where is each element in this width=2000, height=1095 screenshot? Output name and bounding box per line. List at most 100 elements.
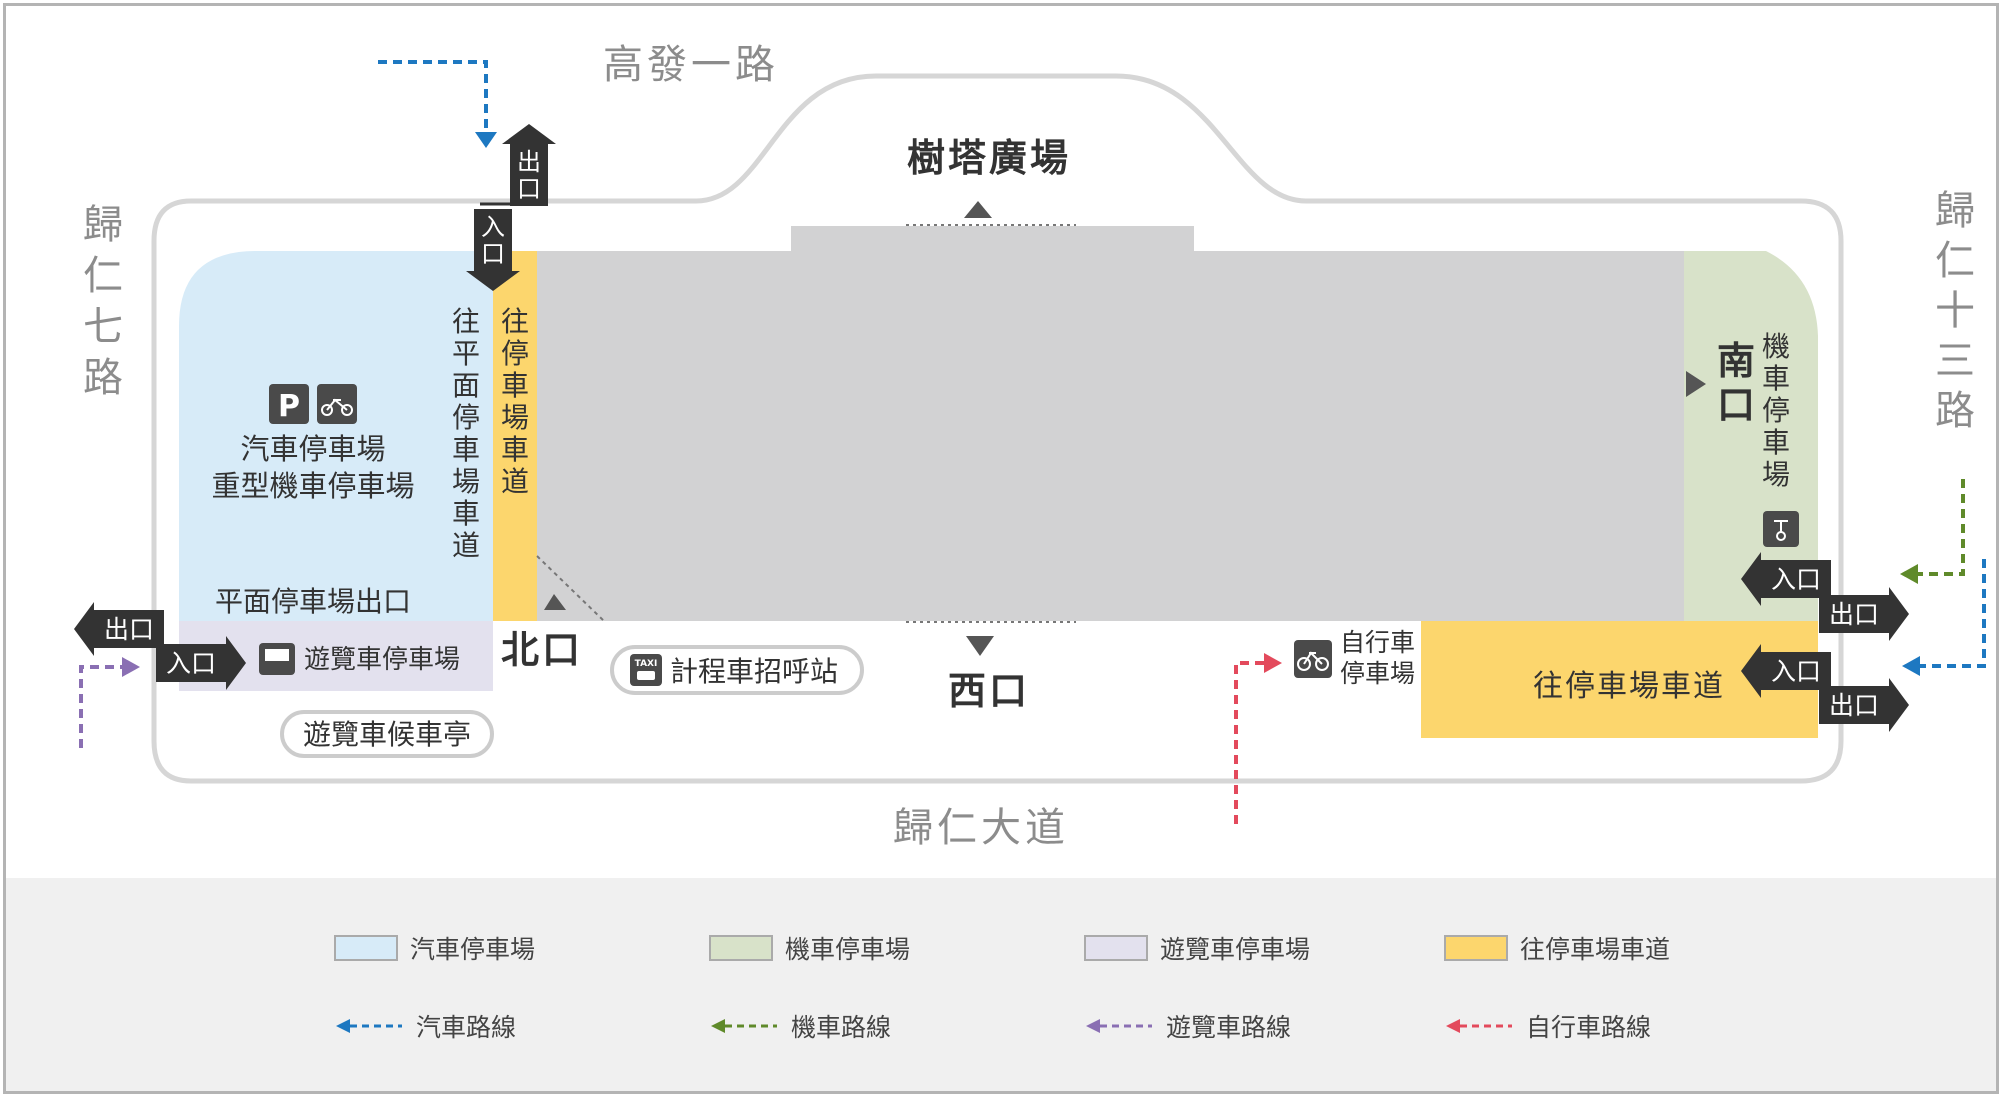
- parking-icon: [269, 384, 309, 424]
- car-route-north: [378, 60, 488, 134]
- moto-park-char: 車: [1762, 426, 1790, 459]
- car-route-east: [1918, 559, 1986, 668]
- car-park-zone: [179, 251, 493, 621]
- moto-route: [1916, 479, 1965, 576]
- tree-plaza-triangle-icon: [964, 201, 992, 218]
- parking-map: 高發一路 歸仁大道 歸 仁 七 路 歸 仁 十 三 路 樹塔廣場 西口 北口 南…: [74, 42, 1986, 851]
- legend-swatch: [1444, 935, 1508, 961]
- taxi-icon-text: TAXI: [635, 659, 658, 669]
- ramp-surface-char: 面: [452, 369, 480, 402]
- legend-label: 機車停車場: [785, 935, 911, 964]
- road-west-char: 仁: [83, 253, 123, 299]
- bike-icon: [1297, 651, 1329, 671]
- car-park-title: 汽車停車場: [240, 432, 385, 466]
- ramp-parking-char: 車: [501, 433, 529, 466]
- dashed-arrow-icon: [1086, 1019, 1152, 1033]
- road-west-char: 歸: [83, 202, 123, 248]
- north-exit-sign-label: 出: [517, 148, 541, 176]
- legend-swatch: [709, 935, 773, 961]
- bus-stop-label: 遊覽車候車亭: [303, 718, 471, 751]
- dashed-arrow-icon: [336, 1019, 402, 1033]
- west-exit-sign-arrow-icon: [74, 602, 164, 656]
- road-east-char: 三: [1935, 338, 1975, 384]
- legend-item-bus-park: 遊覽車停車場: [1084, 930, 1310, 966]
- road-west-char: 路: [83, 355, 123, 401]
- bike-route-arrow-icon: [1264, 653, 1282, 673]
- legend-item-car-park: 汽車停車場: [334, 930, 535, 966]
- legend-label: 機車路線: [791, 1013, 892, 1042]
- legend-label: 自行車路線: [1526, 1013, 1652, 1042]
- bus-icon: [265, 649, 289, 661]
- moto-park-char: 停: [1762, 394, 1790, 427]
- south-gate-char: 南: [1717, 339, 1755, 383]
- bike-route: [1234, 661, 1266, 824]
- road-west-char: 七: [83, 304, 123, 350]
- ramp-parking-char: 車: [501, 369, 529, 402]
- south-driveway-label: 往停車場車道: [1533, 669, 1725, 704]
- north-entry-sign-arrow-icon: [466, 209, 520, 291]
- car-route-east-arrow-icon: [1902, 656, 1920, 676]
- car-route-north-arrow-icon: [475, 132, 497, 148]
- dashed-arrow-icon: [1446, 1019, 1512, 1033]
- moto-entry-sign-label: 入口: [1771, 565, 1821, 594]
- ramp-surface-char: 平: [452, 337, 480, 370]
- legend-item-moto-park: 機車停車場: [709, 930, 910, 966]
- ramp-surface-char: 場: [452, 465, 480, 498]
- moto-park-char: 場: [1762, 458, 1790, 491]
- motorcycle-icon: [321, 398, 353, 416]
- bus-stop-badge: [280, 710, 494, 758]
- legend: 汽車停車場 機車停車場 遊覽車停車場 往停車場車道 汽車路線 機車路線 遊覽車路…: [6, 878, 1996, 1091]
- bus-park-label: 遊覽車停車場: [304, 645, 460, 675]
- bus-route-arrow-icon: [122, 657, 140, 677]
- taxi-badge: [610, 645, 864, 695]
- legend-label: 汽車停車場: [410, 935, 536, 964]
- south-entry-sign-arrow-icon: [1741, 644, 1831, 698]
- motorcycle-icon: [317, 384, 357, 424]
- dashed-arrow-icon: [711, 1019, 777, 1033]
- west-gate-label: 西口: [948, 669, 1030, 713]
- south-exit-sign-arrow-icon: [1819, 678, 1909, 732]
- road-east-char: 歸: [1935, 188, 1975, 234]
- taxi-label: 計程車招呼站: [670, 655, 838, 688]
- legend-swatch: [334, 935, 398, 961]
- road-south-label: 歸仁大道: [893, 805, 1069, 851]
- ramp-parking-char: 停: [501, 337, 529, 370]
- bike-icon: [1294, 640, 1332, 678]
- ramp-parking-char: 往: [501, 305, 529, 338]
- ramp-surface-char: 車: [452, 433, 480, 466]
- moto-route-arrow-icon: [1900, 564, 1918, 584]
- moto-park-char: 機: [1762, 330, 1790, 363]
- south-gate-triangle-icon: [1686, 371, 1706, 397]
- building: [537, 226, 1684, 621]
- ramp-surface-char: 往: [452, 305, 480, 338]
- south-entry-sign-label: 入口: [1771, 657, 1821, 686]
- north-gate-label: 北口: [501, 628, 583, 672]
- ramp-surface-char: 車: [452, 497, 480, 530]
- ramp-surface-char: 道: [452, 529, 480, 562]
- legend-swatch: [1084, 935, 1148, 961]
- legend-label: 汽車路線: [416, 1013, 517, 1042]
- south-gate-char: 口: [1717, 383, 1755, 427]
- bike-park-label: 停車場: [1340, 659, 1415, 688]
- legend-label: 往停車場車道: [1520, 935, 1671, 964]
- legend-label: 遊覽車停車場: [1160, 935, 1311, 964]
- west-entry-sign-label: 入口: [166, 649, 216, 678]
- west-entry-sign-arrow-icon: [156, 636, 246, 690]
- moto-entry-sign-arrow-icon: [1741, 552, 1831, 606]
- legend-item-driveway: 往停車場車道: [1444, 930, 1670, 966]
- map-frame: 高發一路 歸仁大道 歸 仁 七 路 歸 仁 十 三 路 樹塔廣場 西口 北口 南…: [3, 3, 1999, 1094]
- legend-item-car-route: 汽車路線: [334, 1008, 516, 1044]
- scooter-icon: [1774, 520, 1788, 541]
- road-east-char: 路: [1935, 388, 1975, 434]
- legend-item-bus-route: 遊覽車路線: [1084, 1008, 1291, 1044]
- car-park-subtitle: 重型機車停車場: [211, 469, 414, 503]
- north-gate-triangle-icon: [544, 594, 566, 610]
- east-exit-sign-label: 出口: [1829, 600, 1879, 629]
- bus-route: [79, 665, 124, 748]
- site-outline: [151, 73, 1844, 784]
- north-entry-sign-label: 口: [481, 240, 505, 268]
- north-driveway: [493, 251, 537, 621]
- south-exit-sign-label: 出口: [1829, 691, 1879, 720]
- taxi-icon: [637, 671, 655, 680]
- ramp-parking-char: 場: [501, 401, 529, 434]
